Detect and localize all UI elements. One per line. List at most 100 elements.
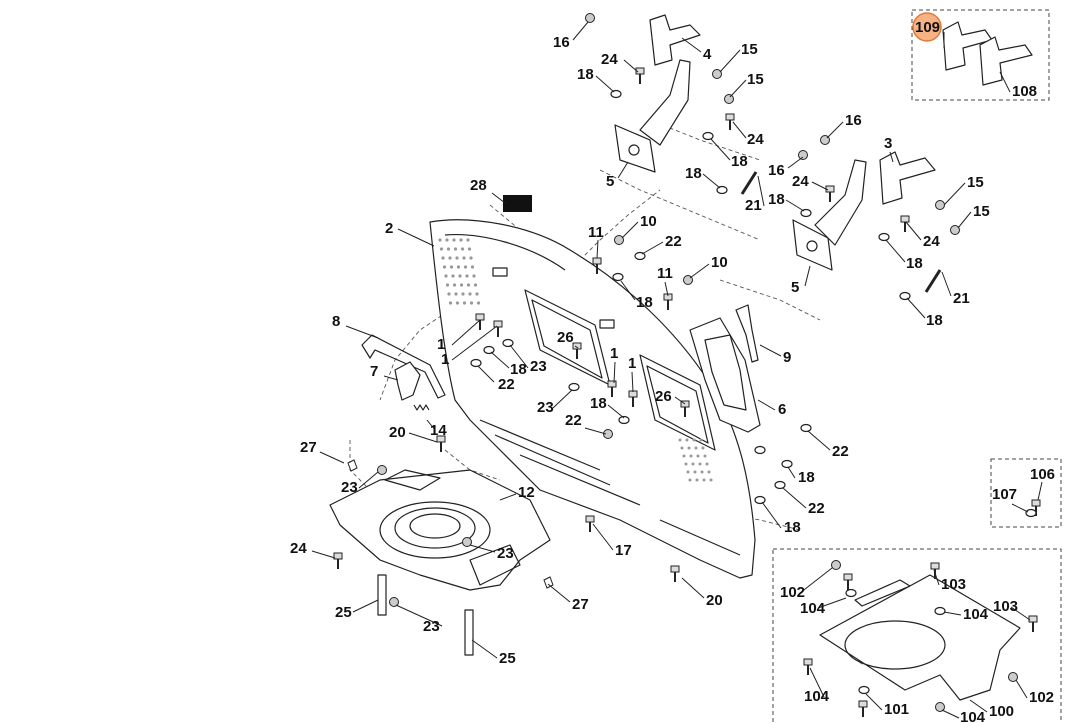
callout-22: 22 <box>832 443 849 460</box>
highlight-circle-109 <box>912 12 942 42</box>
washer-icon <box>899 291 911 301</box>
bolt-head-icon <box>572 342 582 350</box>
bolt-head-icon <box>825 185 835 193</box>
callout-23: 23 <box>497 545 514 562</box>
nut-icon <box>935 200 945 210</box>
perforation-hole <box>459 238 463 242</box>
perforation-hole <box>694 446 698 450</box>
callout-18: 18 <box>685 165 702 182</box>
callout-16: 16 <box>845 112 862 129</box>
hook-bracket-part-3 <box>879 151 936 205</box>
perforation-hole <box>691 462 695 466</box>
leader-line <box>547 583 571 603</box>
perforation-hole <box>456 265 461 269</box>
leader-line <box>621 221 639 239</box>
leader-line <box>957 211 972 229</box>
nut-icon <box>389 597 399 607</box>
bolt-head-icon <box>1031 499 1041 507</box>
leader-line <box>1015 679 1028 699</box>
leader-line <box>383 375 399 381</box>
callout-18: 18 <box>906 255 923 272</box>
bolt-head-icon <box>475 313 485 321</box>
leader-line <box>761 501 782 529</box>
perforation-hole <box>698 462 702 466</box>
washer-icon <box>845 588 857 598</box>
callout-102: 102 <box>1029 689 1054 706</box>
perforation-hole <box>680 446 684 450</box>
bolt-head-icon <box>930 562 940 570</box>
leader-line <box>552 389 573 409</box>
leader-line <box>941 271 952 297</box>
callout-103: 103 <box>993 598 1018 615</box>
callout-23: 23 <box>530 358 547 375</box>
perforation-hole <box>448 256 452 260</box>
callout-106: 106 <box>1030 466 1055 483</box>
perforation-hole <box>463 265 468 269</box>
bolt-head-icon <box>493 320 503 328</box>
perforation-hole <box>709 478 713 482</box>
callout-15: 15 <box>741 41 758 58</box>
leader-line <box>469 544 496 553</box>
perforation-hole <box>693 470 697 474</box>
hook-bracket-part-108 <box>979 36 1033 86</box>
nut-icon <box>950 225 960 235</box>
leader-line <box>757 175 765 207</box>
leader-line <box>889 151 894 163</box>
callout-1: 1 <box>437 336 445 353</box>
perforation-hole <box>454 292 458 296</box>
leader-line <box>817 597 847 609</box>
perforation-hole <box>459 283 464 287</box>
callout-23: 23 <box>537 399 554 416</box>
leader-line <box>702 173 721 189</box>
callout-104: 104 <box>960 709 986 723</box>
perforation-hole <box>455 256 459 260</box>
plate-part-100 <box>819 574 1021 701</box>
plate-part-6 <box>689 317 761 433</box>
bolt-head-icon <box>607 380 617 388</box>
bolt-head-icon <box>843 573 853 581</box>
perforation-hole <box>451 274 455 278</box>
callout-101: 101 <box>884 701 909 718</box>
washer-icon <box>878 232 890 242</box>
perforation-hole <box>462 256 466 260</box>
pin-icon <box>924 269 942 293</box>
leader-line <box>719 49 741 73</box>
leader-line <box>809 667 825 698</box>
leader-line <box>681 577 705 599</box>
washer-icon <box>800 423 812 433</box>
callout-28: 28 <box>470 177 487 194</box>
leader-line <box>352 599 379 613</box>
callout-18: 18 <box>510 361 527 378</box>
perforation-hole <box>458 274 462 278</box>
washer-icon <box>610 89 622 99</box>
perforation-hole <box>702 478 706 482</box>
leader-line <box>491 192 506 204</box>
perforation-hole <box>445 238 449 242</box>
callout-20: 20 <box>389 424 406 441</box>
leader-line <box>1010 606 1031 621</box>
callout-10: 10 <box>640 213 657 230</box>
callout-109: 109 <box>915 19 940 36</box>
leader-line <box>799 567 833 594</box>
washer-icon <box>858 685 870 695</box>
callout-8: 8 <box>332 313 340 330</box>
callout-23: 23 <box>341 479 358 496</box>
perforation-hole <box>696 454 700 458</box>
callout-16: 16 <box>768 162 785 179</box>
washer-icon <box>502 338 514 348</box>
leader-line <box>757 399 776 411</box>
perforation-hole <box>442 265 447 269</box>
washer-icon <box>774 480 786 490</box>
leader-line <box>584 427 607 435</box>
perforation-hole <box>472 274 476 278</box>
leader-line <box>345 325 379 339</box>
leader-line <box>681 37 702 53</box>
leader-line <box>885 239 906 263</box>
perforation-hole <box>468 292 472 296</box>
leader-line <box>311 550 336 559</box>
leader-line <box>811 181 829 191</box>
bracket-arm-part-5-upper <box>614 59 691 173</box>
leader-line <box>395 604 443 627</box>
callout-16: 16 <box>553 34 570 51</box>
callout-18: 18 <box>798 469 815 486</box>
